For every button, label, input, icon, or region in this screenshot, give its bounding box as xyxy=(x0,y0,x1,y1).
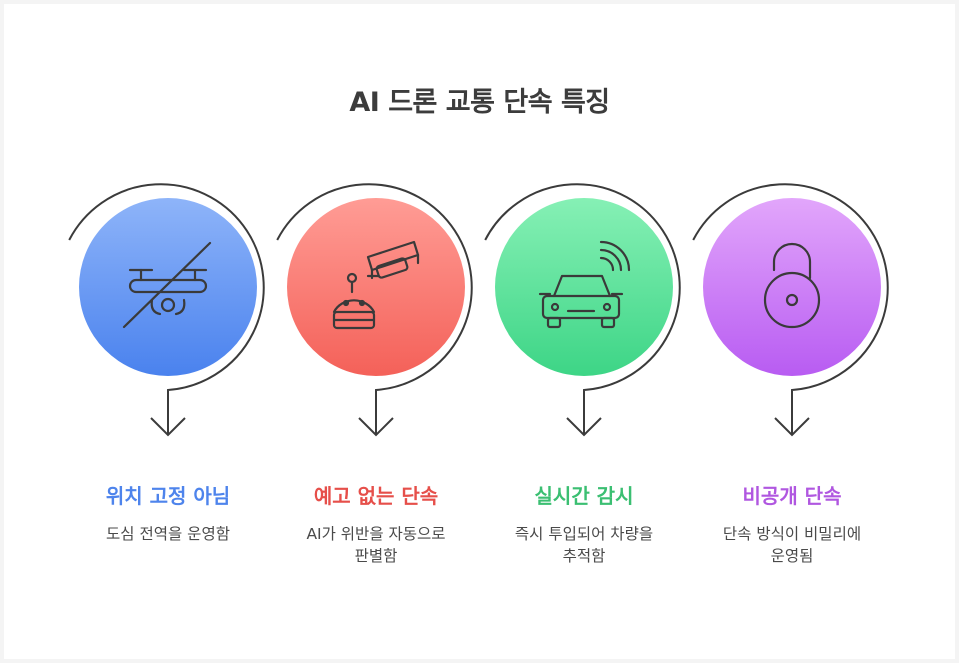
step-4-arrowhead xyxy=(774,417,810,437)
step-4-title: 비공개 단속 xyxy=(742,484,842,508)
step-3-description-line: 추적함 xyxy=(562,547,606,565)
step-1 xyxy=(68,183,265,437)
step-1-description: 도심 전역을 운영함 xyxy=(58,523,278,545)
drone-crossed-icon xyxy=(122,241,212,329)
step-2-arrowhead xyxy=(358,417,394,437)
diagram-title: AI 드론 교통 단속 특징 xyxy=(349,87,610,118)
step-1-description-line: 도심 전역을 운영함 xyxy=(106,525,230,543)
step-2-description-line: AI가 위반을 자동으로 xyxy=(306,525,446,543)
step-1-ring xyxy=(68,183,265,435)
step-1-arrowhead xyxy=(150,417,186,437)
step-2-description-line: 판별함 xyxy=(354,547,398,565)
step-3-description: 즉시 투입되어 차량을 추적함 xyxy=(474,523,694,567)
step-1-circle xyxy=(79,198,257,376)
step-3-description-line: 즉시 투입되어 차량을 xyxy=(514,525,654,543)
step-3-title: 실시간 감시 xyxy=(534,484,634,508)
step-3-arrowhead xyxy=(566,417,602,437)
robot-camera-icon xyxy=(332,240,420,330)
step-4-description-line: 운영됨 xyxy=(770,547,814,565)
unlocked-padlock-icon xyxy=(763,242,821,329)
step-4-description-line: 단속 방식이 비밀리에 xyxy=(722,525,862,543)
step-2-title: 예고 없는 단속 xyxy=(313,484,439,508)
step-1-title: 위치 고정 아님 xyxy=(105,484,231,508)
step-3-ring xyxy=(484,183,681,435)
step-3 xyxy=(484,183,681,437)
step-4 xyxy=(692,183,889,437)
step-3-circle xyxy=(495,198,673,376)
step-2-ring xyxy=(276,183,473,435)
step-2-circle xyxy=(287,198,465,376)
car-signal-icon xyxy=(538,240,631,329)
step-4-ring xyxy=(692,183,889,435)
step-2 xyxy=(276,183,473,437)
step-4-description: 단속 방식이 비밀리에 운영됨 xyxy=(682,523,902,567)
step-4-circle xyxy=(703,198,881,376)
step-2-description: AI가 위반을 자동으로 판별함 xyxy=(266,523,486,567)
